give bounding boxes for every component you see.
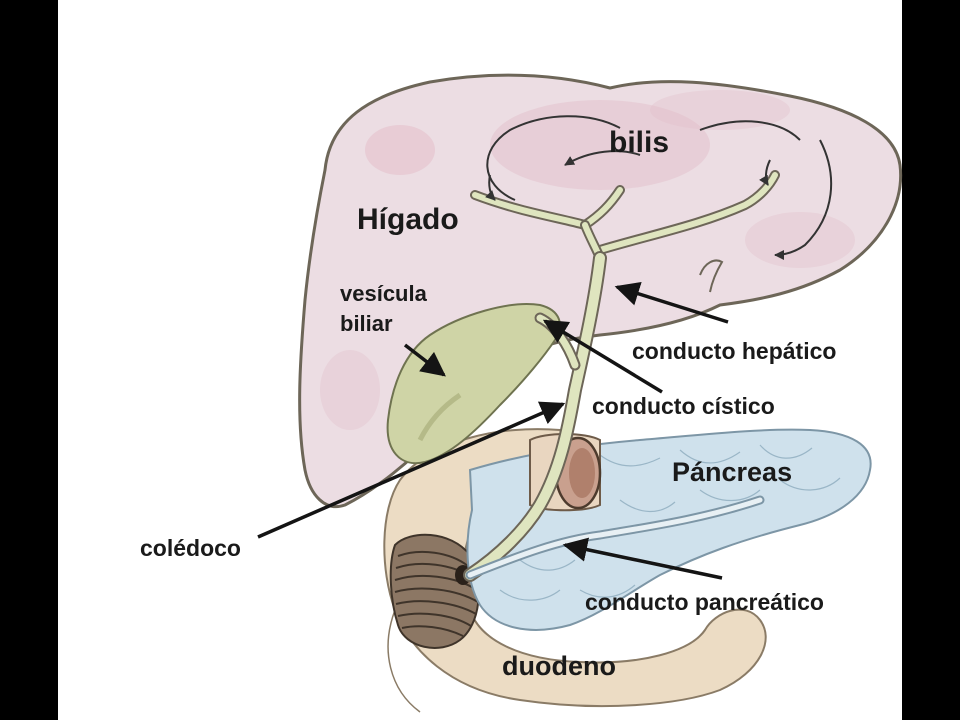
label-duodeno: duodeno — [502, 651, 616, 681]
bile-flow-arrow-lower-right — [774, 139, 833, 260]
label-higado: Hígado — [357, 203, 459, 236]
bile-flow-arrows — [485, 115, 833, 260]
pointer-arrows — [257, 281, 729, 580]
bile-flow-arrow-right-top — [699, 120, 801, 141]
label-bilis: bilis — [609, 126, 669, 159]
label-conducto-cistico: conducto cístico — [592, 393, 775, 419]
arrow-coledoco — [257, 401, 566, 539]
bile-flow-arrow-center — [564, 150, 641, 166]
bile-flow-arrow-left-tip — [485, 174, 496, 201]
bile-flow-arrow-right — [759, 159, 771, 186]
bile-flow-arrow-left — [486, 115, 621, 201]
label-vesicula-line1: vesícula — [340, 281, 428, 306]
labels: bilis Hígado vesícula biliar conducto he… — [140, 126, 836, 681]
arrow-conducto-pancreatico — [562, 537, 723, 580]
label-conducto-hepatico: conducto hepático — [632, 338, 836, 364]
label-conducto-pancreatico: conducto pancreático — [585, 589, 824, 615]
ampulla-sphincter — [389, 533, 480, 649]
label-pancreas: Páncreas — [672, 457, 792, 487]
label-vesicula-line2: biliar — [340, 311, 393, 336]
gallbladder — [386, 303, 561, 465]
arrow-conducto-hepatico — [614, 281, 729, 324]
arrow-conducto-cistico — [542, 319, 663, 394]
label-coledoco: colédoco — [140, 535, 241, 561]
arrow-vesicula — [403, 343, 446, 377]
